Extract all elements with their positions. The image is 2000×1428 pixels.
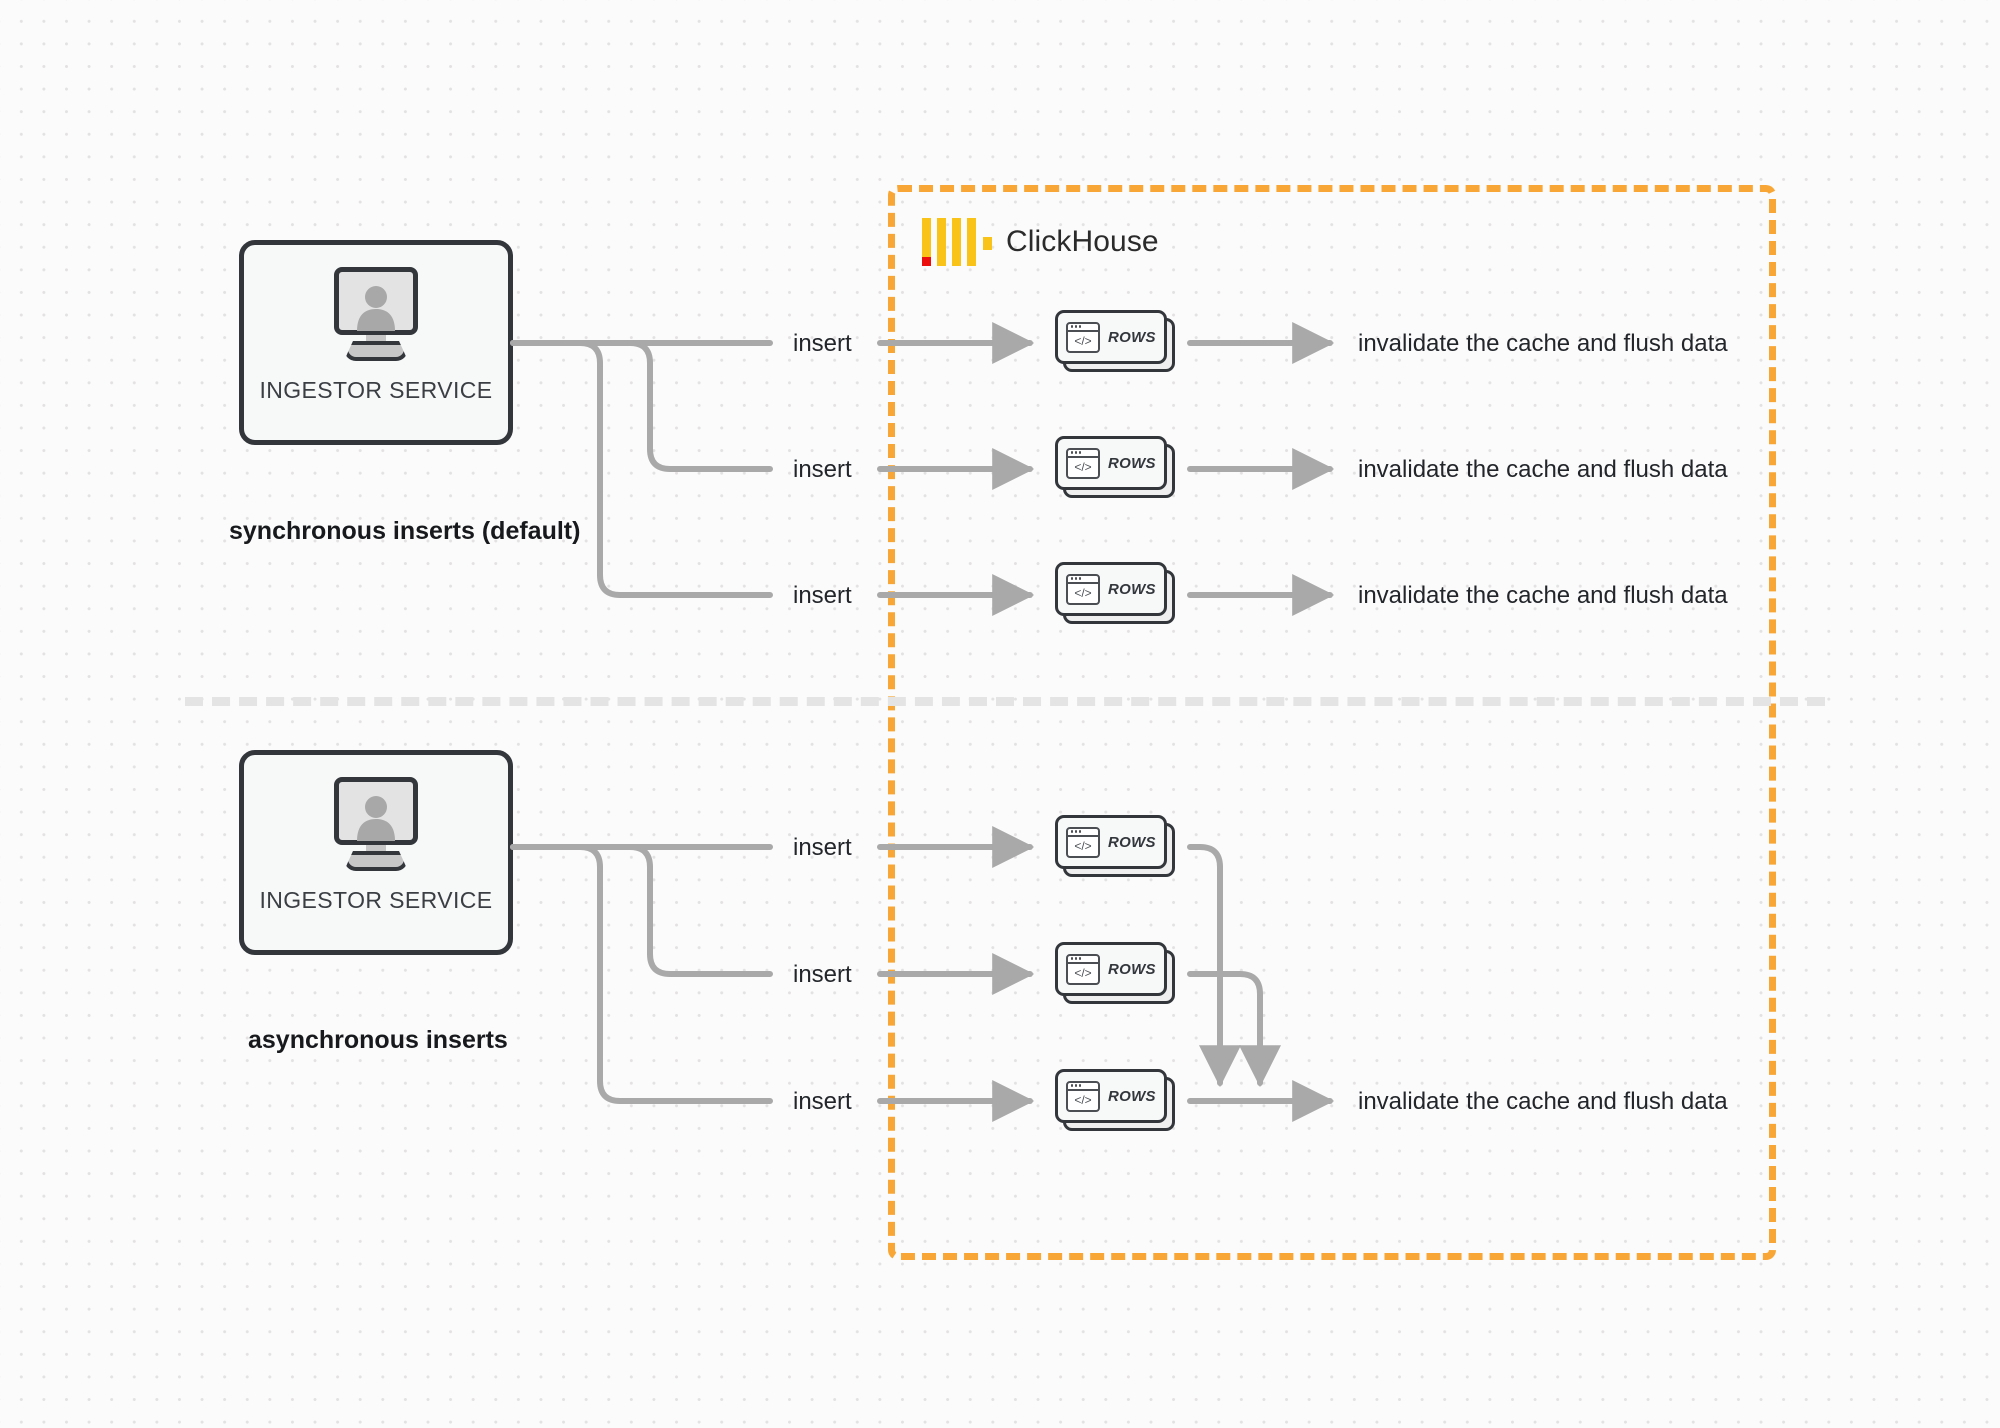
- code-glyph: </>: [1074, 1093, 1092, 1107]
- clickhouse-boundary: [888, 185, 1776, 1260]
- code-window-icon: </>: [1066, 321, 1100, 353]
- result-label-sync-2: invalidate the cache and flush data: [1358, 456, 1728, 483]
- clickhouse-wordmark: ClickHouse: [1006, 225, 1159, 258]
- insert-label-async-2: insert: [793, 961, 852, 988]
- wire-sync-branch-2: [510, 340, 773, 472]
- code-glyph: </>: [1074, 334, 1092, 348]
- result-label-sync-1: invalidate the cache and flush data: [1358, 330, 1728, 357]
- wire-async-branch-2: [510, 844, 773, 977]
- insert-label-sync-3: insert: [793, 582, 852, 609]
- code-window-icon: </>: [1066, 573, 1100, 605]
- caption-synchronous: synchronous inserts (default): [229, 517, 581, 545]
- ingestor-service-label: INGESTOR SERVICE: [259, 377, 493, 403]
- code-glyph: </>: [1074, 966, 1092, 980]
- rows-label: ROWS: [1108, 833, 1156, 851]
- rows-card-async-2[interactable]: </> ROWS: [1055, 942, 1175, 1004]
- insert-label-async-1: insert: [793, 834, 852, 861]
- section-divider: [185, 697, 1825, 706]
- insert-label-async-3: insert: [793, 1088, 852, 1115]
- rows-label: ROWS: [1108, 960, 1156, 978]
- code-window-icon: </>: [1066, 826, 1100, 858]
- code-window-icon: </>: [1066, 953, 1100, 985]
- code-glyph: </>: [1074, 839, 1092, 853]
- user-silhouette-icon: [357, 286, 395, 331]
- code-window-icon: </>: [1066, 1080, 1100, 1112]
- monitor-user-icon: [324, 267, 428, 363]
- insert-label-sync-1: insert: [793, 330, 852, 357]
- rows-label: ROWS: [1108, 580, 1156, 598]
- ingestor-service-label: INGESTOR SERVICE: [259, 887, 493, 913]
- wire-sync-branch-3: [510, 340, 773, 598]
- result-label-sync-3: invalidate the cache and flush data: [1358, 582, 1728, 609]
- monitor-user-icon: [324, 777, 428, 873]
- clickhouse-brand: ClickHouse: [922, 218, 1159, 266]
- rows-card-async-1[interactable]: </> ROWS: [1055, 815, 1175, 877]
- wire-async-branch-3: [510, 844, 773, 1104]
- caption-asynchronous: asynchronous inserts: [248, 1026, 508, 1054]
- code-glyph: </>: [1074, 586, 1092, 600]
- rows-label: ROWS: [1108, 454, 1156, 472]
- rows-card-sync-1[interactable]: </> ROWS: [1055, 310, 1175, 372]
- rows-card-sync-3[interactable]: </> ROWS: [1055, 562, 1175, 624]
- insert-label-sync-2: insert: [793, 456, 852, 483]
- rows-card-sync-2[interactable]: </> ROWS: [1055, 436, 1175, 498]
- clickhouse-logo-icon: [922, 218, 992, 266]
- code-window-icon: </>: [1066, 447, 1100, 479]
- rows-card-async-3[interactable]: </> ROWS: [1055, 1069, 1175, 1131]
- code-glyph: </>: [1074, 460, 1092, 474]
- result-label-async-merged: invalidate the cache and flush data: [1358, 1088, 1728, 1115]
- rows-label: ROWS: [1108, 328, 1156, 346]
- ingestor-service-async[interactable]: INGESTOR SERVICE: [239, 750, 513, 955]
- rows-label: ROWS: [1108, 1087, 1156, 1105]
- user-silhouette-icon: [357, 796, 395, 841]
- ingestor-service-sync[interactable]: INGESTOR SERVICE: [239, 240, 513, 445]
